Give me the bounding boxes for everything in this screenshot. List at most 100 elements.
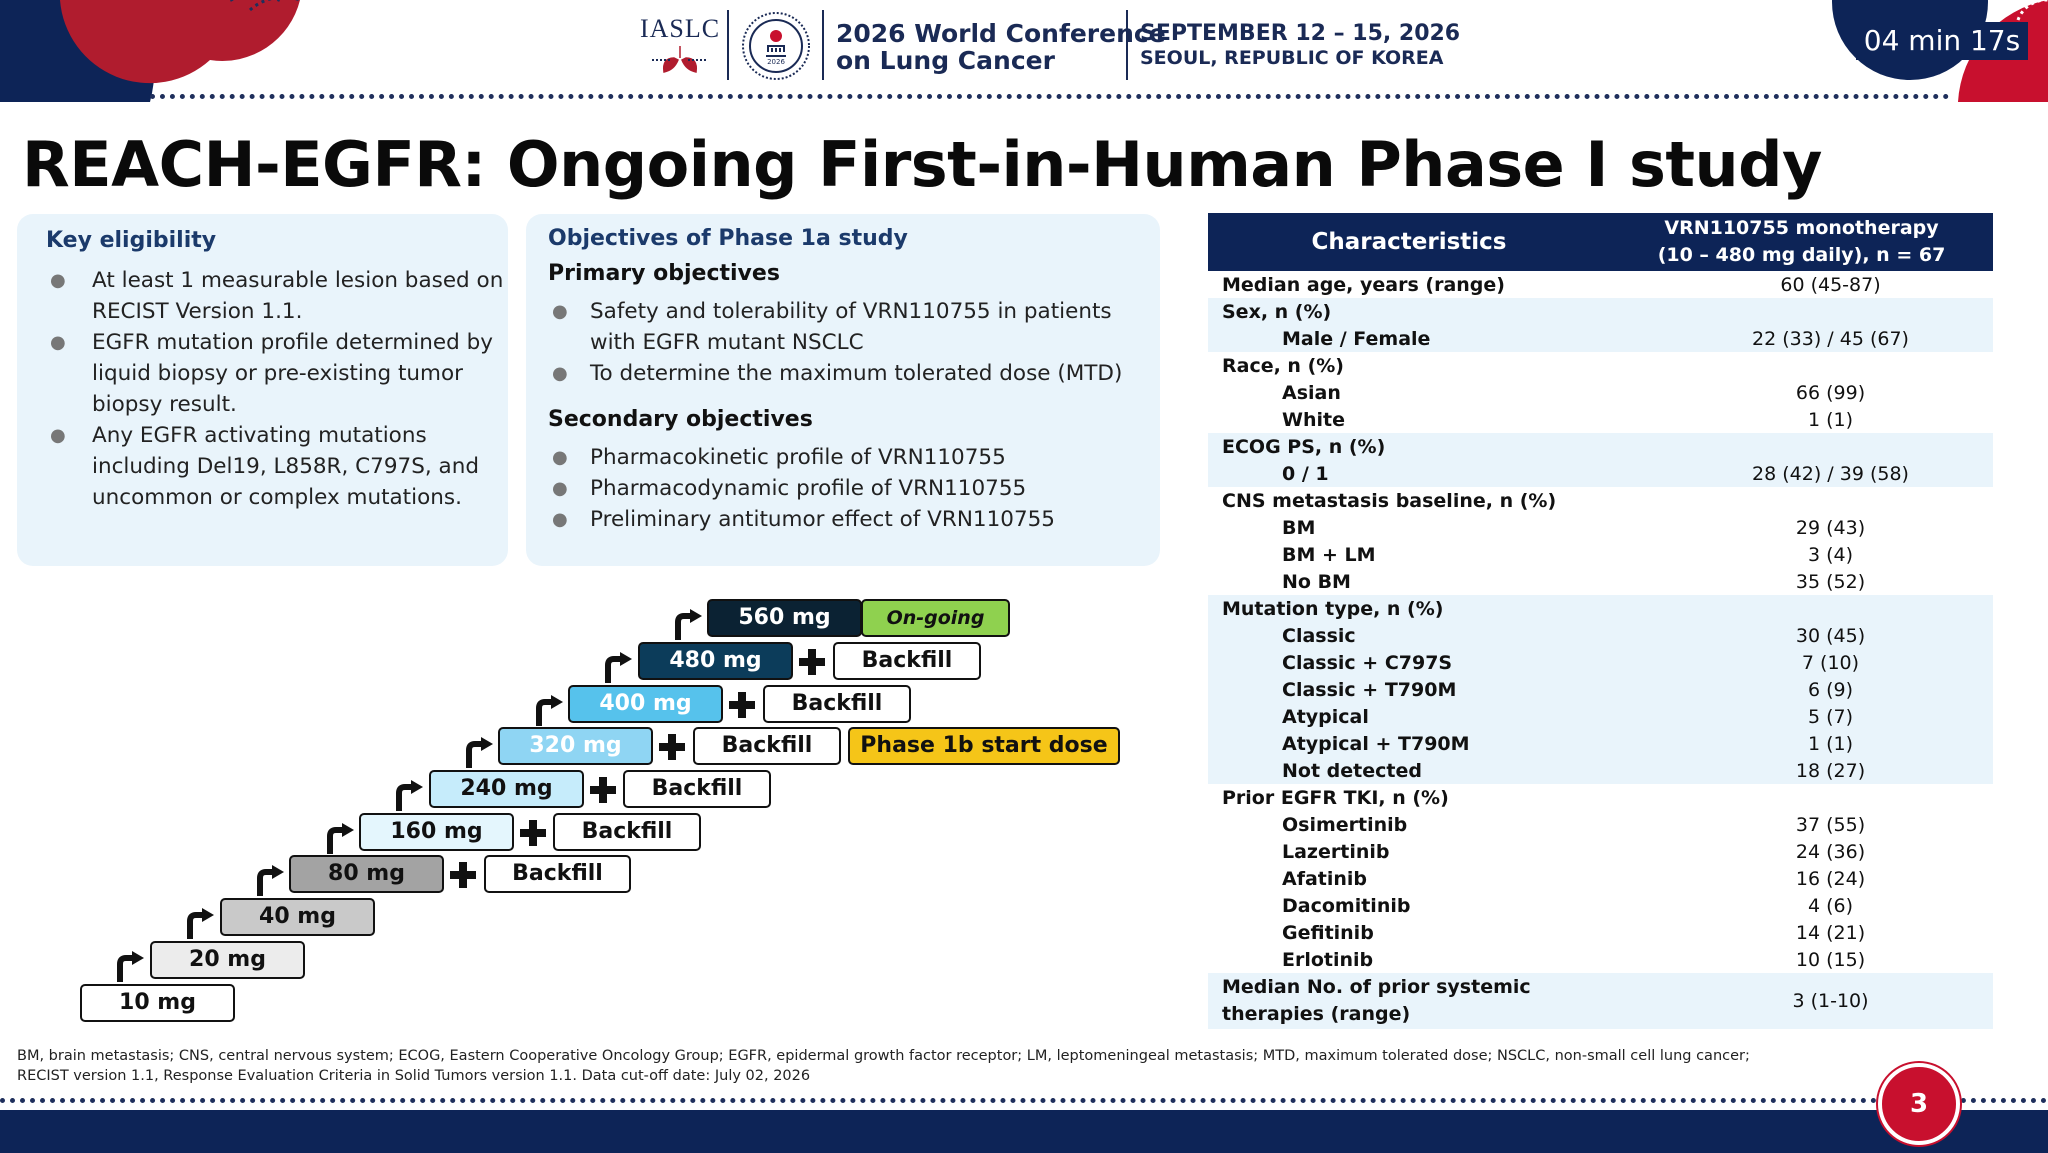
header-separator [1126,10,1128,80]
plus-icon [729,692,755,718]
list-item: ●Pharmacokinetic profile of VRN110755 [548,442,1160,473]
seal-year: 2026 [767,58,785,66]
plus-icon [799,649,825,675]
dose-level-10mg: 10 mg [80,984,235,1022]
header-separator [822,10,824,80]
primary-objectives-heading: Primary objectives [548,261,780,286]
list-item: ●To determine the maximum tolerated dose… [548,358,1160,389]
step-arrow-icon [536,695,563,726]
step-arrow-icon [675,609,702,640]
bullet-icon: ● [50,425,66,446]
backfill-box: Backfill [623,770,771,808]
plus-icon [590,777,616,803]
footer-dotted-divider [0,1098,2048,1103]
step-arrow-icon [396,780,423,811]
step-arrow-icon [187,908,214,939]
dose-level-320mg: 320 mg [498,727,653,765]
header-dotted-divider [150,94,1950,99]
eligibility-list: ●At least 1 measurable lesion based on R… [46,265,508,513]
table-row: Median age, years (range)60 (45-87) [1222,273,1881,296]
panel-heading: Objectives of Phase 1a study [548,226,908,251]
dose-level-240mg: 240 mg [429,770,584,808]
dose-level-560mg: 560 mg [707,599,862,637]
column-header-monotherapy: VRN110755 monotherapy (10 – 480 mg daily… [1657,217,1946,266]
iaslc-logo: IASLC [640,14,720,79]
list-item: ●Preliminary antitumor effect of VRN1107… [548,504,1160,535]
primary-objectives-list: ●Safety and tolerability of VRN110755 in… [548,296,1160,389]
conference-date-location: SEPTEMBER 12 – 15, 2026 SEOUL, REPUBLIC … [1140,21,1461,70]
table-row: CNS metastasis baseline, n (%) [1222,489,1557,512]
table-row: Sex, n (%) [1208,298,1993,325]
bullet-icon: ● [552,447,568,468]
dose-level-400mg: 400 mg [568,685,723,723]
bullet-icon: ● [552,478,568,499]
step-arrow-icon [257,865,284,896]
bullet-icon: ● [552,301,568,322]
lung-logo-icon [652,46,708,73]
page-number-badge: 3 [1878,1063,1960,1145]
dose-level-20mg: 20 mg [150,941,305,979]
table-row: Prior EGFR TKI, n (%) [1222,786,1449,809]
phase-1b-start-dose-box: Phase 1b start dose [848,727,1120,765]
slide-title: REACH-EGFR: Ongoing First-in-Human Phase… [22,128,1822,201]
table-header: Characteristics VRN110755 monotherapy (1… [1208,213,1993,271]
secondary-objectives-heading: Secondary objectives [548,407,813,432]
bullet-icon: ● [50,332,66,353]
conference-title: 2026 World Conference on Lung Cancer [836,19,1166,75]
list-item: ●Any EGFR activating mutations including… [46,420,508,513]
table-row: ECOG PS, n (%) [1208,433,1993,460]
objectives-panel: Objectives of Phase 1a study Primary obj… [526,214,1160,566]
conference-seal-icon: 2026 [742,12,810,80]
presentation-timer: 04 min 17s [1856,22,2028,60]
header-left-decoration-icon [0,0,300,102]
secondary-objectives-list: ●Pharmacokinetic profile of VRN110755 ●P… [548,442,1160,535]
table-row: Median No. of prior systemic therapies (… [1208,973,1993,1029]
bullet-icon: ● [50,270,66,291]
list-item: ●Safety and tolerability of VRN110755 in… [548,296,1160,358]
backfill-box: Backfill [763,685,911,723]
list-item: ●At least 1 measurable lesion based on R… [46,265,508,327]
plus-icon [659,734,685,760]
table-row: Race, n (%) [1222,354,1344,377]
backfill-box: Backfill [553,813,701,851]
key-eligibility-panel: Key eligibility ●At least 1 measurable l… [17,214,508,566]
dose-level-480mg: 480 mg [638,642,793,680]
bullet-icon: ● [552,363,568,384]
header-separator [727,10,729,80]
plus-icon [520,820,546,846]
column-header-characteristics: Characteristics [1311,229,1507,255]
backfill-box: Backfill [833,642,981,680]
characteristics-table: Characteristics VRN110755 monotherapy (1… [1208,213,1993,1029]
step-arrow-icon [605,652,632,683]
on-going-box: On-going [861,599,1010,637]
step-arrow-icon [327,823,354,854]
table-body: Median age, years (range)60 (45-87) Sex,… [1208,271,1993,1029]
backfill-box: Backfill [693,727,841,765]
step-arrow-icon [466,737,493,768]
panel-heading: Key eligibility [46,228,217,253]
dose-level-80mg: 80 mg [289,855,444,893]
backfill-box: Backfill [484,855,631,893]
list-item: ●Pharmacodynamic profile of VRN110755 [548,473,1160,504]
footer-bar [0,1110,2048,1153]
table-row: Mutation type, n (%) [1208,595,1993,622]
step-arrow-icon [117,951,144,982]
